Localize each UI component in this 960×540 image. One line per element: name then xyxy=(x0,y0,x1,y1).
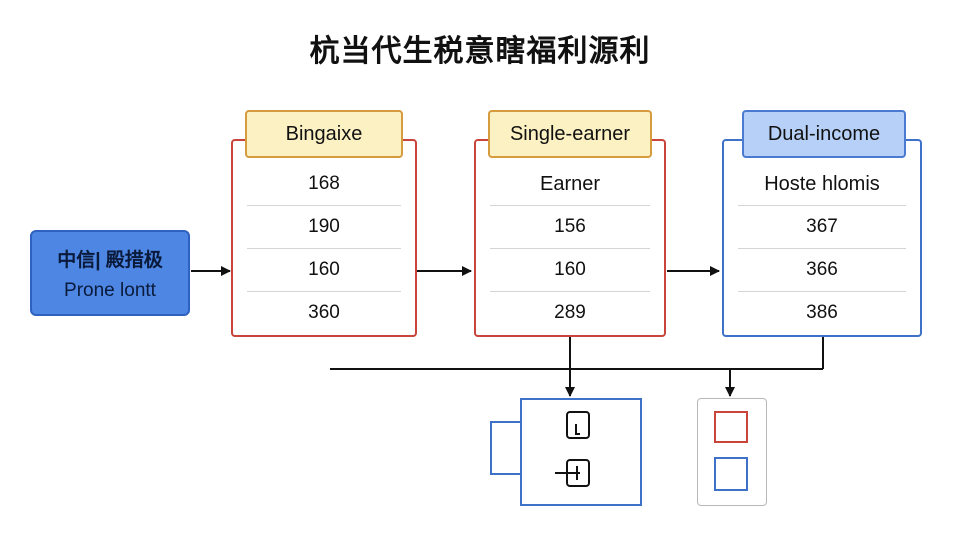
panel-1-header: Bingaixe xyxy=(245,110,403,158)
bottom-box-1-tab xyxy=(490,421,520,475)
panel-3-header: Dual-income xyxy=(742,110,906,158)
bottom-box-1[interactable] xyxy=(520,398,642,506)
panel-single-earner[interactable]: Single-earner Earner 156 160 289 xyxy=(474,110,666,337)
source-node-label-2: Prone lontt xyxy=(64,279,156,301)
panel-1-row-1: 168 xyxy=(247,163,401,206)
panel-2-row-2: 156 xyxy=(490,206,650,249)
panel-1-row-3: 160 xyxy=(247,249,401,292)
panel-2-row-1: Earner xyxy=(490,163,650,206)
panel-2-row-4: 289 xyxy=(554,302,586,323)
blue-square-icon xyxy=(714,457,748,491)
panel-2-header: Single-earner xyxy=(488,110,652,158)
panel-2-row-3: 160 xyxy=(490,249,650,292)
panel-3-row-3: 366 xyxy=(738,249,906,292)
panel-1-row-2: 190 xyxy=(247,206,401,249)
panel-1-rows: 168 190 160 360 xyxy=(247,163,401,334)
source-node[interactable]: 中信| 殿措极 Prone lontt xyxy=(30,230,190,316)
lower-glyph-icon xyxy=(555,459,590,487)
panel-3-rows: Hoste hlomis 367 366 386 xyxy=(738,163,906,334)
panel-3-row-2: 367 xyxy=(738,206,906,249)
red-square-icon xyxy=(714,411,748,443)
panel-1-row-4: 360 xyxy=(308,302,340,323)
bottom-box-1-icons xyxy=(555,411,590,487)
panel-3-row-1: Hoste hlomis xyxy=(738,163,906,206)
page-title: 杭当代生税意瞎福利源利 xyxy=(309,34,651,69)
source-node-label-1: 中信| 殿措极 xyxy=(57,249,163,271)
panel-2-rows: Earner 156 160 289 xyxy=(490,163,650,334)
bottom-box-2[interactable] xyxy=(697,398,767,506)
panel-3-row-4: 386 xyxy=(806,302,838,323)
panel-dual-income[interactable]: Dual-income Hoste hlomis 367 366 386 xyxy=(722,110,922,337)
upper-glyph-icon xyxy=(566,411,590,439)
panel-bingaixe[interactable]: Bingaixe 168 190 160 360 xyxy=(231,110,417,337)
